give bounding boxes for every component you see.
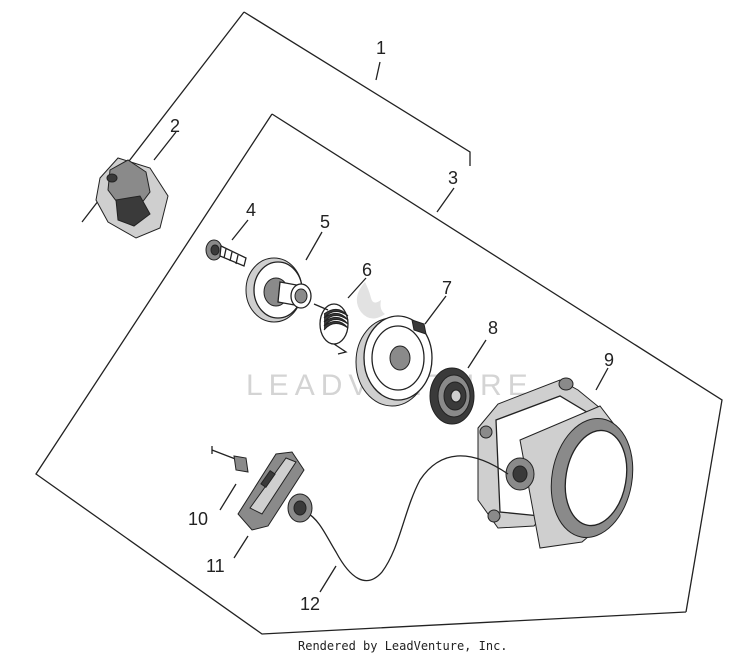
part-12-rope xyxy=(305,455,509,582)
part-11-handle xyxy=(233,451,313,559)
part-5-pulley xyxy=(245,231,323,323)
footer-credit: Rendered by LeadVenture, Inc. xyxy=(298,639,508,653)
callout-12: 12 xyxy=(300,594,320,614)
part-4-bolt xyxy=(205,219,249,267)
callout-11: 11 xyxy=(206,556,225,576)
callout-9: 9 xyxy=(604,350,614,370)
callout-1: 1 xyxy=(376,38,386,58)
callout-3: 3 xyxy=(448,168,458,188)
part-2-knob-cover xyxy=(95,131,177,239)
part-7-reel xyxy=(355,295,447,407)
callout-4: 4 xyxy=(246,200,256,220)
part-8-recoil-spring xyxy=(429,339,487,425)
callout-8: 8 xyxy=(488,318,498,338)
callout-5: 5 xyxy=(320,212,330,232)
callout-2: 2 xyxy=(170,116,180,136)
assembly-outline-outer xyxy=(243,11,471,166)
part-9-starter-housing xyxy=(477,367,634,549)
callout-10: 10 xyxy=(188,509,208,529)
assembly-outline-inner xyxy=(35,113,723,635)
callout-7: 7 xyxy=(442,278,452,298)
part-10-pin xyxy=(211,446,249,511)
part-6-spring xyxy=(313,277,367,355)
callout-6: 6 xyxy=(362,260,372,280)
